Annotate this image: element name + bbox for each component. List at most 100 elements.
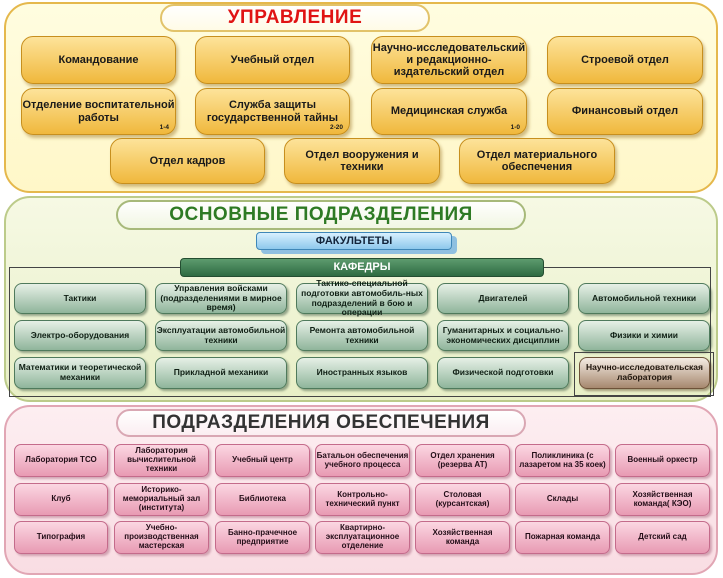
mgmt-code: 2-20 [329, 123, 343, 131]
department-label: Автомобильной техники [591, 292, 697, 303]
support-label: Банно-прачечное предприятие [227, 527, 298, 546]
departments-box: КАФЕДРЫ [180, 258, 544, 277]
support-box: Батальон обеспечения учебного процесса [315, 444, 410, 477]
support-box: Детский сад [615, 521, 710, 554]
lab-frame [574, 352, 714, 396]
support-box: Типография [14, 521, 108, 554]
mgmt-box-drill: Строевой отдел [547, 36, 703, 84]
support-box: Поликлиника (с лазаретом на 35 коек) [515, 444, 610, 477]
faculties-label: ФАКУЛЬТЕТЫ [315, 234, 393, 247]
main-units-title: ОСНОВНЫЕ ПОДРАЗДЕЛЕНИЯ [116, 200, 526, 230]
department-label: Ремонта автомобильной техники [309, 324, 415, 345]
department-box: Иностранных языков [296, 357, 428, 389]
support-box: Хозяйственная команда [415, 521, 510, 554]
mgmt-label: Научно-исследовательский и редакционно-и… [372, 41, 526, 79]
support-label: Библиотека [239, 494, 286, 504]
mgmt-label: Отделение воспитательной работы [22, 99, 175, 124]
mgmt-box-secrecy: Служба защиты государственной тайны 2-20 [195, 88, 350, 135]
support-box: Столовая (курсантская) [415, 483, 510, 516]
support-box: Отдел хранения (резерва АТ) [415, 444, 510, 477]
department-box: Двигателей [437, 283, 569, 314]
support-label: Историко-мемориальный зал (института) [122, 485, 201, 512]
mgmt-label: Служба защиты государственной тайны [206, 99, 339, 124]
mgmt-box-research: Научно-исследовательский и редакционно-и… [371, 36, 527, 84]
support-label: Поликлиника (с лазаретом на 35 коек) [519, 450, 606, 469]
support-box: Историко-мемориальный зал (института) [114, 483, 209, 516]
support-box: Библиотека [215, 483, 310, 516]
support-label: Отдел хранения (резерва АТ) [430, 450, 495, 469]
mgmt-box-education: Учебный отдел [195, 36, 350, 84]
department-box: Прикладной механики [155, 357, 287, 389]
mgmt-box-medical: Медицинская служба 1-0 [371, 88, 527, 135]
support-box: Банно-прачечное предприятие [215, 521, 310, 554]
support-box: Лаборатория ТСО [14, 444, 108, 477]
department-box: Электро-оборудования [14, 320, 146, 351]
support-label: Учебный центр [232, 455, 293, 465]
support-box: Клуб [14, 483, 108, 516]
support-label: Военный оркестр [627, 455, 698, 465]
support-label: Квартирно-эксплуатационное отделение [325, 523, 400, 550]
department-label: Тактики [63, 292, 97, 303]
support-label: Лаборатория вычислительной техники [127, 446, 196, 473]
department-label: Физики и химии [609, 329, 679, 340]
mgmt-label: Учебный отдел [230, 53, 315, 66]
support-label: Типография [36, 532, 86, 542]
support-box: Хозяйственная команда( КЭО) [615, 483, 710, 516]
support-box: Лаборатория вычислительной техники [114, 444, 209, 477]
mgmt-box-education-work: Отделение воспитательной работы 1-4 [21, 88, 176, 135]
support-box: Пожарная команда [515, 521, 610, 554]
department-box: Эксплуатации автомобильной техники [155, 320, 287, 351]
faculties-box: ФАКУЛЬТЕТЫ [256, 232, 452, 250]
department-label: Электро-оборудования [30, 329, 130, 340]
management-title: УПРАВЛЕНИЕ [160, 4, 430, 32]
mgmt-box-personnel: Отдел кадров [110, 138, 265, 184]
support-label: Пожарная команда [524, 532, 601, 542]
mgmt-label: Отдел вооружения и техники [305, 148, 419, 173]
support-label: Детский сад [638, 532, 687, 542]
department-label: Математики и теоретической механики [18, 362, 142, 382]
support-box: Квартирно-эксплуатационное отделение [315, 521, 410, 554]
department-label: Тактико-специальной подготовки автомобил… [301, 278, 423, 318]
department-box: Физической подготовки [437, 357, 569, 389]
department-label: Иностранных языков [316, 367, 408, 378]
support-label: Учебно-производственная мастерская [124, 523, 199, 550]
department-label: Гуманитарных и социально-экономических д… [442, 324, 564, 345]
department-label: Управления войсками (подразделениями в м… [160, 283, 282, 313]
support-box: Склады [515, 483, 610, 516]
support-label: Батальон обеспечения учебного процесса [316, 450, 409, 469]
departments-label: КАФЕДРЫ [333, 261, 391, 274]
department-box: Управления войсками (подразделениями в м… [155, 283, 287, 314]
support-label: Столовая (курсантская) [435, 489, 490, 508]
mgmt-code: 1-4 [159, 123, 169, 131]
department-box: Физики и химии [578, 320, 710, 351]
department-box: Тактики [14, 283, 146, 314]
department-box: Гуманитарных и социально-экономических д… [437, 320, 569, 351]
mgmt-code: 1-0 [510, 123, 520, 131]
department-box: Тактико-специальной подготовки автомобил… [296, 279, 428, 317]
department-box: Математики и теоретической механики [14, 357, 146, 389]
department-label: Физической подготовки [452, 367, 554, 378]
support-label: Хозяйственная команда( КЭО) [632, 489, 693, 508]
mgmt-box-logistics: Отдел материального обеспечения [459, 138, 615, 184]
support-label: Контрольно-технический пункт [325, 489, 400, 508]
mgmt-label: Командование [58, 53, 139, 66]
department-box: Ремонта автомобильной техники [296, 320, 428, 351]
department-box: Автомобильной техники [578, 283, 710, 314]
support-box: Учебно-производственная мастерская [114, 521, 209, 554]
mgmt-box-command: Командование [21, 36, 176, 84]
department-label: Прикладной механики [173, 367, 269, 378]
department-label: Двигателей [478, 292, 528, 303]
support-box: Контрольно-технический пункт [315, 483, 410, 516]
mgmt-box-armament: Отдел вооружения и техники [284, 138, 440, 184]
mgmt-label: Отдел материального обеспечения [476, 148, 598, 173]
support-label: Лаборатория ТСО [25, 455, 97, 465]
support-label: Хозяйственная команда [432, 527, 493, 546]
mgmt-label: Медицинская служба [390, 105, 508, 118]
research-lab-label: Научно-исследовательская лаборатория [586, 362, 703, 382]
mgmt-label: Строевой отдел [581, 53, 669, 66]
department-label: Эксплуатации автомобильной техники [156, 324, 286, 345]
support-title: ПОДРАЗДЕЛЕНИЯ ОБЕСПЕЧЕНИЯ [116, 409, 526, 437]
support-box: Военный оркестр [615, 444, 710, 477]
support-label: Склады [546, 494, 579, 504]
support-label: Клуб [51, 494, 71, 504]
